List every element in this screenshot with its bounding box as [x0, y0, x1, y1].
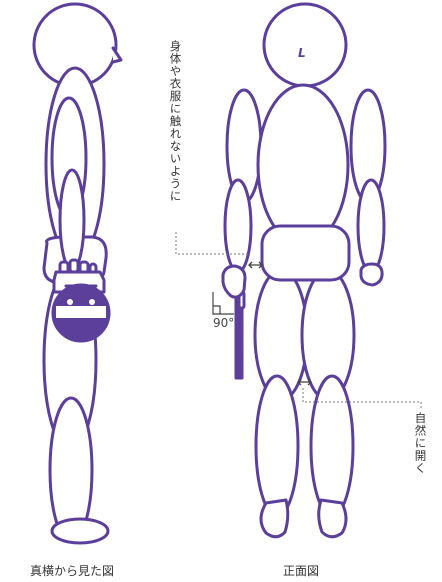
angle-label: 90° — [213, 316, 235, 330]
front-right-foot — [317, 498, 348, 539]
front-left-forearm — [223, 178, 253, 274]
side-foot — [50, 517, 110, 545]
leg-note-leader — [302, 388, 422, 410]
front-hip — [260, 224, 351, 282]
side-device-dot — [67, 299, 73, 305]
side-view-caption: 真横から見た図 — [30, 564, 115, 578]
front-left-lower-leg — [254, 374, 300, 518]
side-device-dot — [89, 299, 95, 305]
front-device — [221, 264, 247, 380]
front-left-hand — [221, 264, 247, 299]
front-torso — [256, 83, 350, 247]
front-head — [262, 2, 348, 88]
front-view-caption: 正面図 — [283, 564, 320, 578]
side-device-strip — [56, 306, 106, 318]
double-arrow-icon — [297, 378, 312, 386]
side-device — [51, 258, 111, 343]
side-nose — [111, 46, 123, 64]
front-left-foot — [259, 498, 290, 539]
front-right-hand — [359, 262, 384, 287]
arm-note-leader — [175, 232, 248, 255]
arm-note: 身体や衣服に触れないように — [168, 40, 183, 203]
double-arrow-icon — [248, 261, 263, 269]
side-finger — [68, 258, 80, 274]
front-right-lower-leg — [309, 374, 355, 518]
front-view-figure — [223, 2, 387, 539]
right-angle-icon — [212, 292, 234, 315]
annotations — [175, 232, 422, 410]
left-hand-mark: L — [298, 46, 306, 60]
legs-note: 自然に開く — [413, 412, 428, 475]
side-forearm — [58, 168, 86, 272]
front-right-forearm — [356, 178, 386, 274]
